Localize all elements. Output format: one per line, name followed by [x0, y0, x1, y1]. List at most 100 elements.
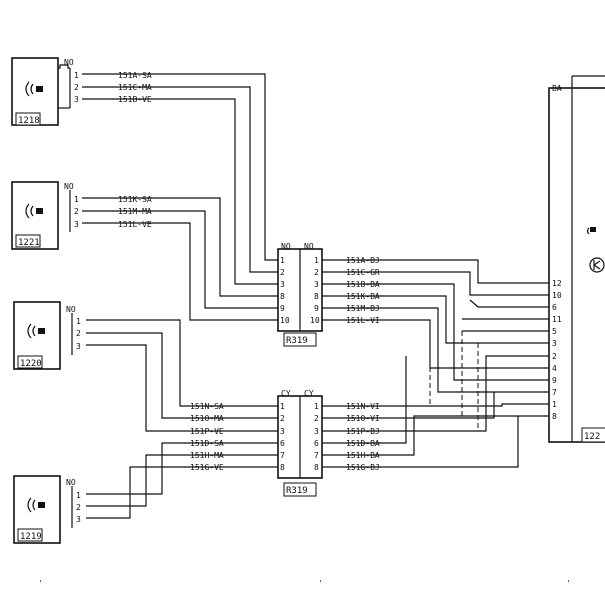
wire-151B-BA: 151B-BA — [346, 280, 380, 289]
connector-r319-top-id-box — [283, 332, 317, 347]
connector-bottom-left-label: CY — [281, 389, 291, 398]
connector-top-right-pin: 3 — [314, 280, 319, 289]
ecu-pin: 2 — [552, 352, 557, 361]
wires-upper-right: 151A-BJ 151C-GR 151B-BA 151K-BA 151M-BJ … — [322, 256, 549, 393]
sensor-icon — [27, 323, 45, 339]
wire-151L-VE: 151L-VE — [118, 220, 152, 229]
wire-151P-VE: 151P-VE — [190, 427, 224, 436]
sensor-icon — [27, 497, 45, 513]
wire-151M-BJ: 151M-BJ — [346, 304, 380, 313]
sensor-1218-pin-3: 3 — [74, 95, 79, 104]
connector-bottom-left-pin: 2 — [280, 414, 285, 423]
connector-bottom-right-pin: 2 — [314, 414, 319, 423]
wire-151K-BA: 151K-BA — [346, 292, 380, 301]
sensor-1219-pin-2: 2 — [76, 503, 81, 512]
sensor-1220-pin-3: 3 — [76, 342, 81, 351]
footer-mark: ' — [38, 579, 43, 588]
connector-r319-bottom-id: R319 — [286, 486, 308, 496]
connector-bottom-left-pin: 8 — [280, 463, 285, 472]
sensor-1218-pin-2: 2 — [74, 83, 79, 92]
connector-top-right-label: NO — [304, 242, 314, 251]
connector-top-right-pin: 10 — [310, 316, 320, 325]
connector-bottom-left-pin: 3 — [280, 427, 285, 436]
ecu-pin: 5 — [552, 327, 557, 336]
ecu-pin: 12 — [552, 279, 562, 288]
wire-151A-SA: 151A-SA — [118, 71, 152, 80]
wire-151G-VE: 151G-VE — [190, 463, 224, 472]
wire-151K-SA: 151K-SA — [118, 195, 152, 204]
connector-top-left-label: NO — [281, 242, 291, 251]
transistor-icon — [589, 257, 605, 273]
sensor-1221: 1221 NO 1 2 3 151K-SA 151M-MA 151L-VE — [11, 181, 152, 250]
wire-151A-BJ: 151A-BJ — [346, 256, 380, 265]
sensor-1218: 1218 NO 1 2 3 151A-SA 151C-MA 151B-VE — [11, 57, 152, 126]
connector-top-left-pin: 10 — [280, 316, 290, 325]
wire-151D-SA: 151D-SA — [190, 439, 224, 448]
connector-r319-bottom: CY CY 1 2 3 6 7 8 1 2 3 6 7 8 R319 — [277, 389, 323, 497]
ecu-pin: 8 — [552, 412, 557, 421]
sensor-1218-pin-1: 1 — [74, 71, 79, 80]
sensor-1221-pin-1: 1 — [74, 195, 79, 204]
wire-151N-VI: 151N-VI — [346, 402, 380, 411]
sensor-1220-id-box — [17, 355, 43, 369]
ecu-pin: 4 — [552, 364, 557, 373]
sensor-1220-pin-2: 2 — [76, 329, 81, 338]
connector-top-right-pin: 8 — [314, 292, 319, 301]
connector-top-right-pin: 9 — [314, 304, 319, 313]
wire-151D-BA: 151D-BA — [346, 439, 380, 448]
sensor-1219-id-box — [17, 528, 43, 542]
sensor-1221-pin-3: 3 — [74, 220, 79, 229]
connector-r319-bottom-id-box — [283, 482, 317, 497]
sensor-icon — [25, 203, 43, 219]
wires-lower-right: 151N-VI 151O-VI 151P-BJ 151D-BA 151H-BA … — [322, 331, 549, 472]
connector-bottom-left-pin: 1 — [280, 402, 285, 411]
wire-151G-BJ: 151G-BJ — [346, 463, 380, 472]
connector-top-right-pin: 2 — [314, 268, 319, 277]
connector-bottom-right-pin: 1 — [314, 402, 319, 411]
wire-151H-BA: 151H-BA — [346, 451, 380, 460]
footer-mark: ' — [318, 579, 323, 588]
sensor-1221-id: 1221 — [18, 238, 40, 248]
wire-151H-MA: 151H-MA — [190, 451, 224, 460]
connector-top-right-pin: 1 — [314, 256, 319, 265]
connector-bottom-right-pin: 7 — [314, 451, 319, 460]
ecu-122: BA 12 10 6 11 5 3 2 4 9 7 1 8 122 — [548, 75, 605, 443]
wire-151N-SA: 151N-SA — [190, 402, 224, 411]
ecu-pin: 1 — [552, 400, 557, 409]
ecu-pin: 9 — [552, 376, 557, 385]
connector-bottom-right-label: CY — [304, 389, 314, 398]
wire-151L-VI: 151L-VI — [346, 316, 380, 325]
sensor-1221-connector: NO — [64, 182, 74, 191]
sensor-1218-id-box — [15, 112, 41, 126]
sensor-1219-id: 1219 — [20, 532, 42, 542]
footer-mark: ' — [566, 579, 571, 588]
sensor-1221-pin-2: 2 — [74, 207, 79, 216]
sensor-1219-connector: NO — [66, 478, 76, 487]
ecu-pin: 7 — [552, 388, 557, 397]
connector-bottom-left-pin: 7 — [280, 451, 285, 460]
connector-top-left-pin: 8 — [280, 292, 285, 301]
wire-151P-BJ: 151P-BJ — [346, 427, 380, 436]
connector-bottom-right-pin: 6 — [314, 439, 319, 448]
sensor-icon — [586, 227, 596, 235]
connector-top-left-pin: 3 — [280, 280, 285, 289]
ecu-pin: 10 — [552, 291, 562, 300]
ecu-pin: 6 — [552, 303, 557, 312]
sensor-1218-connector: NO — [64, 58, 74, 67]
ecu-122-body — [548, 87, 605, 443]
connector-bottom-right-pin: 3 — [314, 427, 319, 436]
ecu-122-id: 122 — [584, 432, 600, 442]
connector-top-left-pin: 1 — [280, 256, 285, 265]
connector-top-left-pin: 2 — [280, 268, 285, 277]
connector-r319-top: NO NO 1 2 3 8 9 10 1 2 3 8 9 10 R319 — [277, 242, 323, 347]
connector-bottom-right-pin: 8 — [314, 463, 319, 472]
connector-top-left-pin: 9 — [280, 304, 285, 313]
sensor-1220: 1220 NO 1 2 3 — [13, 301, 81, 370]
sensor-1218-id: 1218 — [18, 116, 40, 126]
connector-r319-top-id: R319 — [286, 336, 308, 346]
sensor-icon — [25, 81, 43, 97]
sensor-1219-pin-1: 1 — [76, 491, 81, 500]
sensor-1219-pin-3: 3 — [76, 515, 81, 524]
connector-bottom-left-pin: 6 — [280, 439, 285, 448]
ecu-pin: 11 — [552, 315, 562, 324]
